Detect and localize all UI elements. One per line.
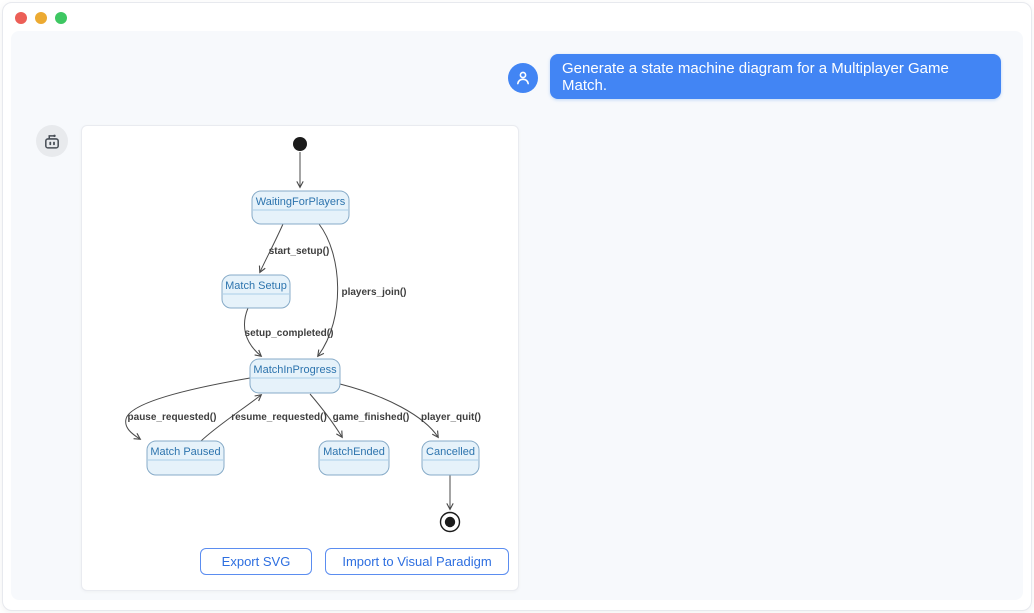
close-button[interactable] — [15, 12, 27, 24]
export-svg-button[interactable]: Export SVG — [200, 548, 312, 575]
transition-label: players_join() — [341, 287, 406, 298]
state-cancelled: Cancelled — [421, 440, 480, 476]
robot-icon — [45, 134, 59, 149]
edge-game-finished — [309, 393, 343, 439]
state-label: WaitingForPlayers — [256, 196, 346, 208]
final-state — [439, 511, 461, 533]
person-icon — [517, 71, 529, 85]
edge-players-join — [317, 223, 339, 358]
transition-label: start_setup() — [269, 246, 330, 257]
state-match-ended: MatchEnded — [318, 440, 390, 476]
user-avatar — [508, 63, 538, 93]
edge-resume-requested — [200, 394, 263, 442]
transition-label: resume_requested() — [231, 412, 327, 423]
import-visual-paradigm-button[interactable]: Import to Visual Paradigm — [325, 548, 509, 575]
diagram-card: start_setup() players_join() setup_compl… — [81, 125, 519, 591]
export-svg-label: Export SVG — [221, 554, 291, 569]
transition-label: game_finished() — [333, 412, 410, 423]
import-visual-paradigm-label: Import to Visual Paradigm — [342, 554, 492, 569]
user-message-bubble: Generate a state machine diagram for a M… — [550, 54, 1001, 99]
transition-label: player_quit() — [421, 412, 481, 423]
user-message-text: Generate a state machine diagram for a M… — [562, 59, 949, 94]
state-match-in-progress: MatchInProgress — [249, 358, 341, 394]
initial-state-dot — [293, 137, 307, 151]
zoom-button[interactable] — [55, 12, 67, 24]
state-match-setup: Match Setup — [221, 274, 291, 309]
edge-start-setup — [258, 223, 284, 274]
titlebar — [3, 3, 1031, 31]
state-match-paused: Match Paused — [146, 440, 225, 476]
state-label: MatchEnded — [323, 446, 385, 458]
state-waiting-for-players: WaitingForPlayers — [251, 190, 350, 225]
state-machine-diagram: start_setup() players_join() setup_compl… — [125, 137, 481, 533]
state-label: Cancelled — [426, 446, 475, 458]
edge-player-quit — [339, 383, 439, 439]
minimize-button[interactable] — [35, 12, 47, 24]
transition-label: setup_completed() — [245, 328, 334, 339]
state-label: MatchInProgress — [253, 364, 337, 376]
transition-label: pause_requested() — [128, 412, 217, 423]
state-label: Match Paused — [150, 446, 220, 458]
edge-setup-completed — [244, 307, 263, 358]
chat-content: Generate a state machine diagram for a M… — [11, 31, 1023, 600]
state-label: Match Setup — [225, 280, 287, 292]
edge-pause-requested — [125, 377, 251, 440]
bot-avatar — [36, 125, 68, 157]
